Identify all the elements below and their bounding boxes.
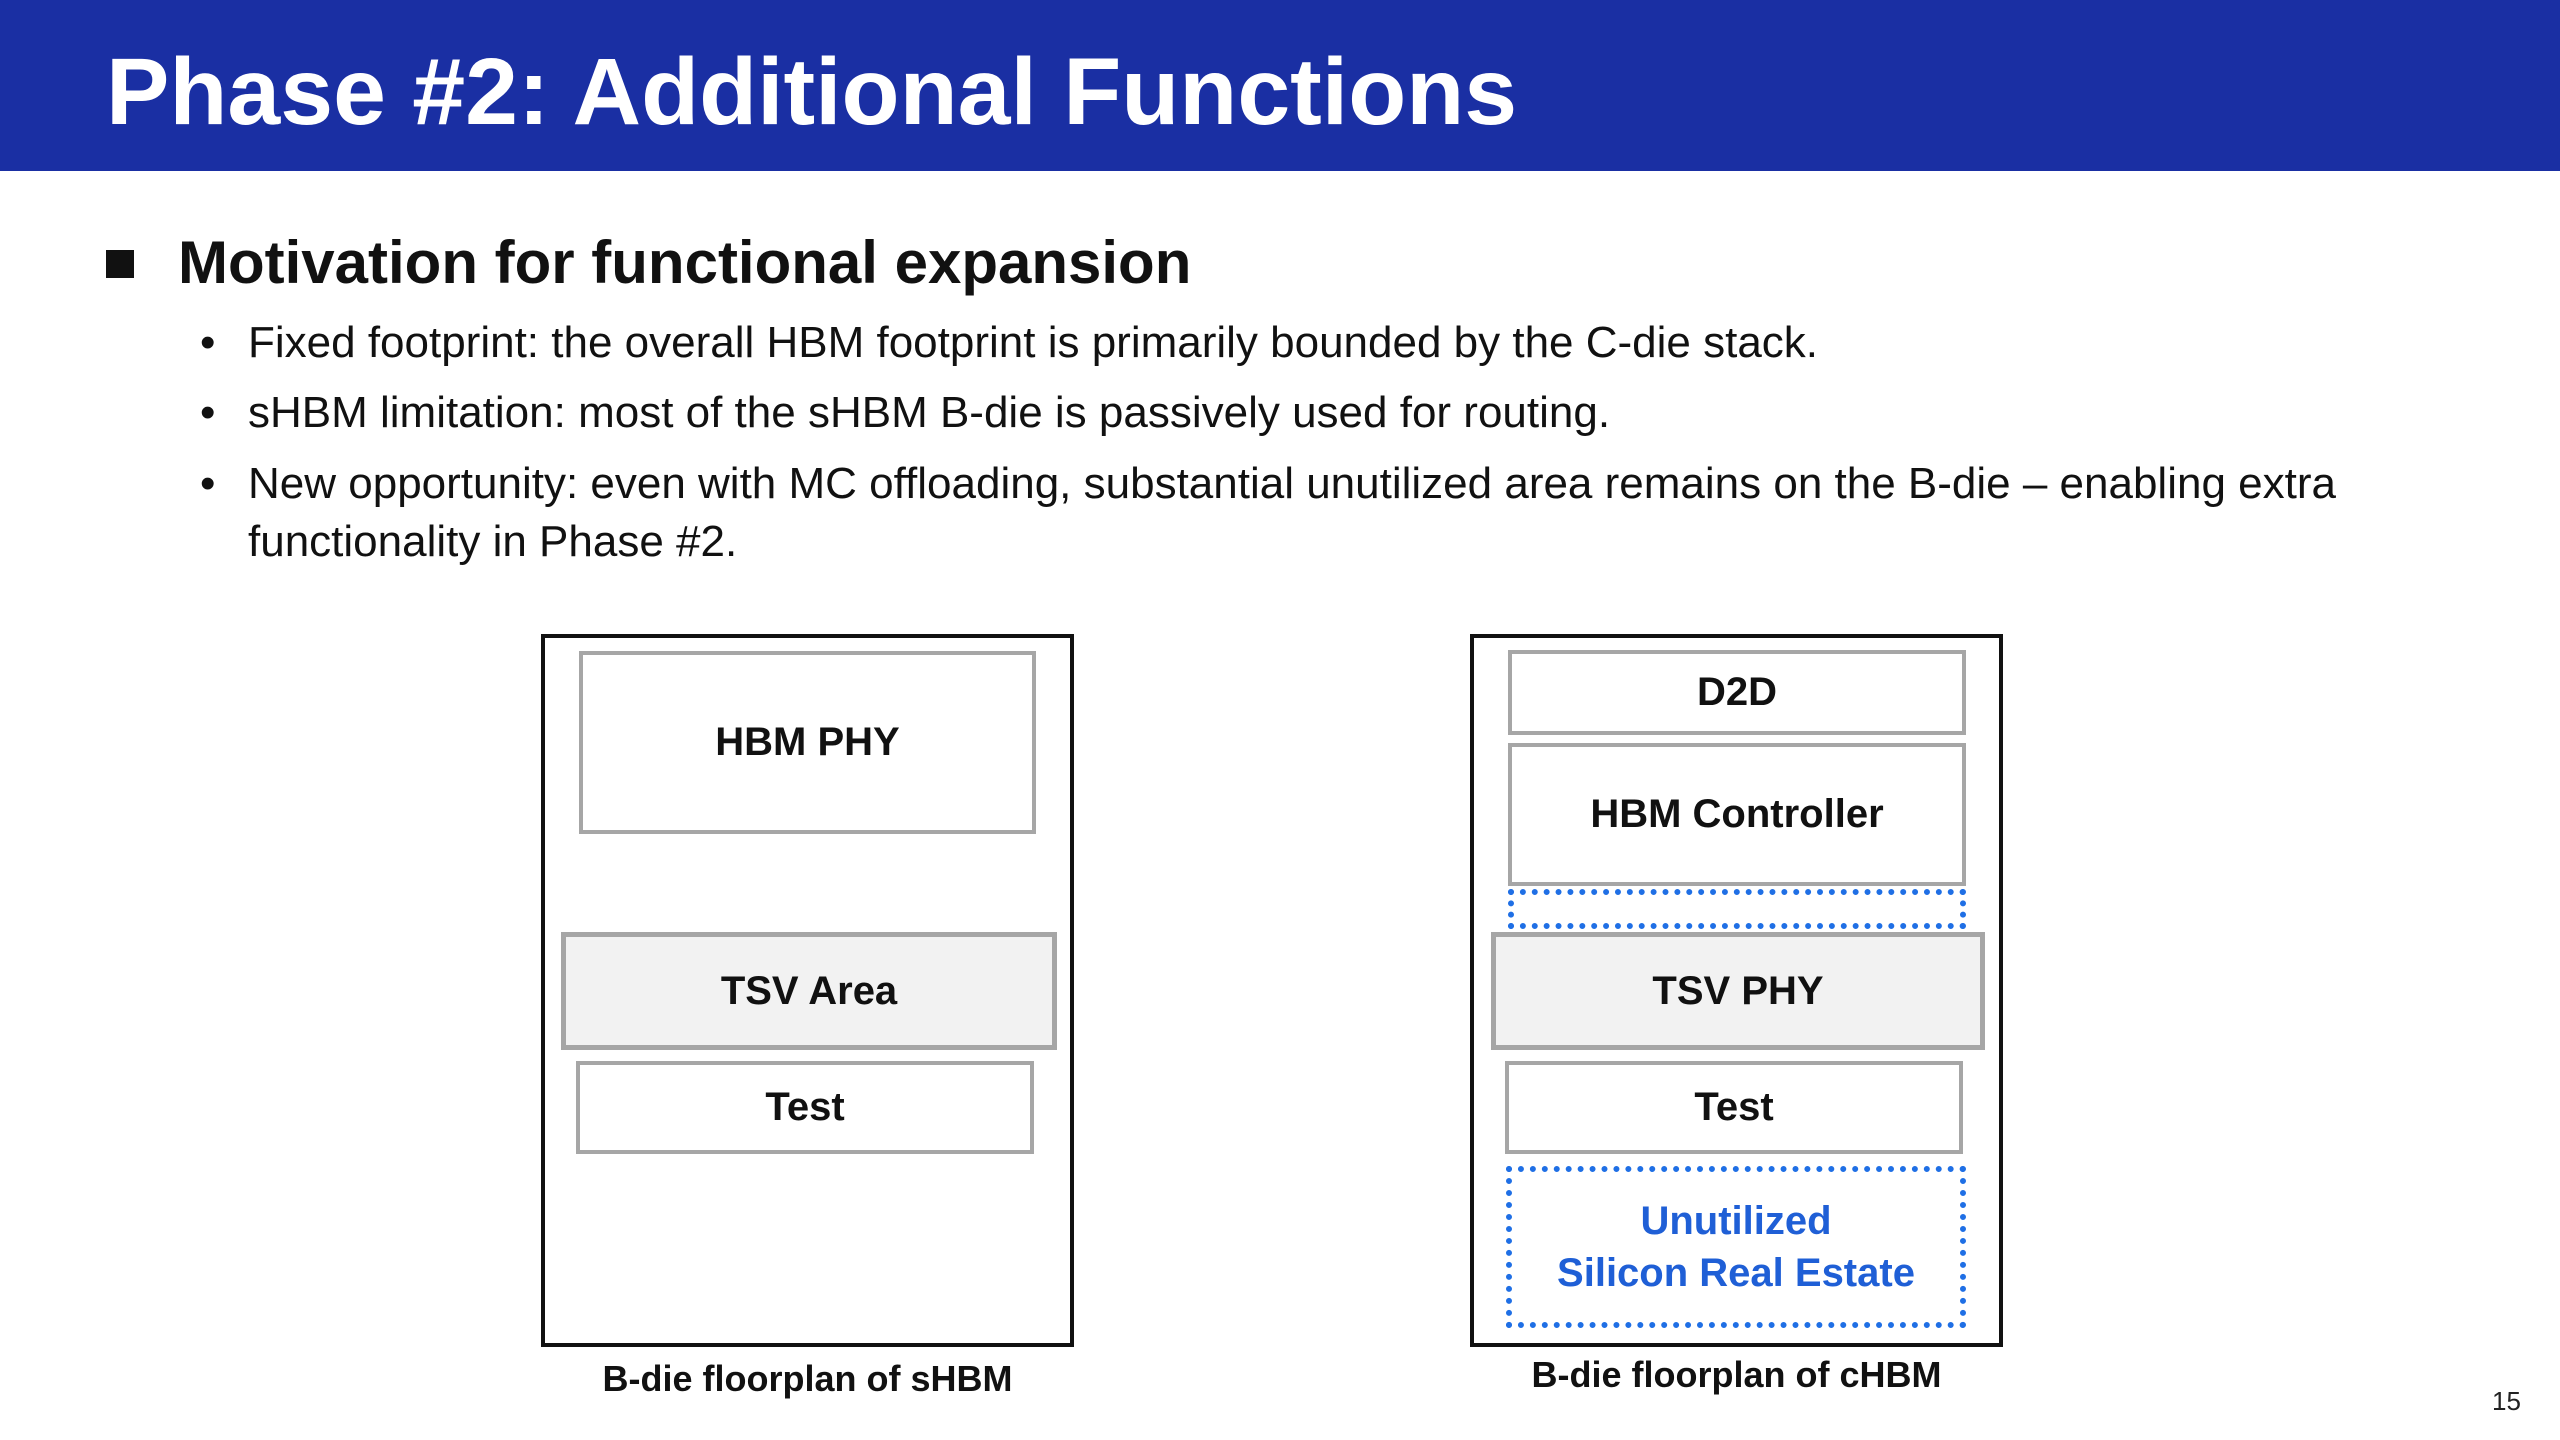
shbm-caption: B-die floorplan of sHBM bbox=[602, 1358, 1013, 1399]
bullet-dot-icon: • bbox=[200, 459, 216, 508]
slide-title: Phase #2: Additional Functions bbox=[106, 39, 1518, 145]
chbm-test-block: Test bbox=[1505, 1061, 1963, 1154]
title-bar: Phase #2: Additional Functions bbox=[0, 0, 2560, 171]
bullet-text: Fixed footprint: the overall HBM footpri… bbox=[248, 318, 1819, 367]
chbm-d2d-block: D2D bbox=[1508, 650, 1966, 735]
motivation-heading: Motivation for functional expansion bbox=[178, 229, 1192, 296]
unutilized-label-line2: Silicon Real Estate bbox=[1557, 1251, 1915, 1295]
page-number: 15 bbox=[2492, 1386, 2521, 1416]
unutilized-label-line1: Unutilized bbox=[1640, 1199, 1832, 1243]
chbm-unutilized-silicon-block: Unutilized Silicon Real Estate bbox=[1506, 1166, 1966, 1328]
square-bullet-icon bbox=[106, 250, 134, 278]
shbm-hbm-phy-block: HBM PHY bbox=[579, 651, 1036, 834]
chbm-unutilized-strip bbox=[1508, 889, 1966, 929]
chbm-hbm-controller-block: HBM Controller bbox=[1508, 743, 1966, 886]
shbm-test-block: Test bbox=[576, 1061, 1034, 1154]
bullet-text: sHBM limitation: most of the sHBM B-die … bbox=[248, 388, 1611, 437]
shbm-tsv-area-block: TSV Area bbox=[561, 932, 1057, 1050]
bullet-dot-icon: • bbox=[200, 388, 216, 437]
bullet-text: New opportunity: even with MC offloading… bbox=[248, 459, 2336, 566]
bullet-dot-icon: • bbox=[200, 318, 216, 367]
chbm-caption: B-die floorplan of cHBM bbox=[1531, 1354, 1942, 1395]
chbm-tsv-phy-block: TSV PHY bbox=[1491, 932, 1985, 1050]
